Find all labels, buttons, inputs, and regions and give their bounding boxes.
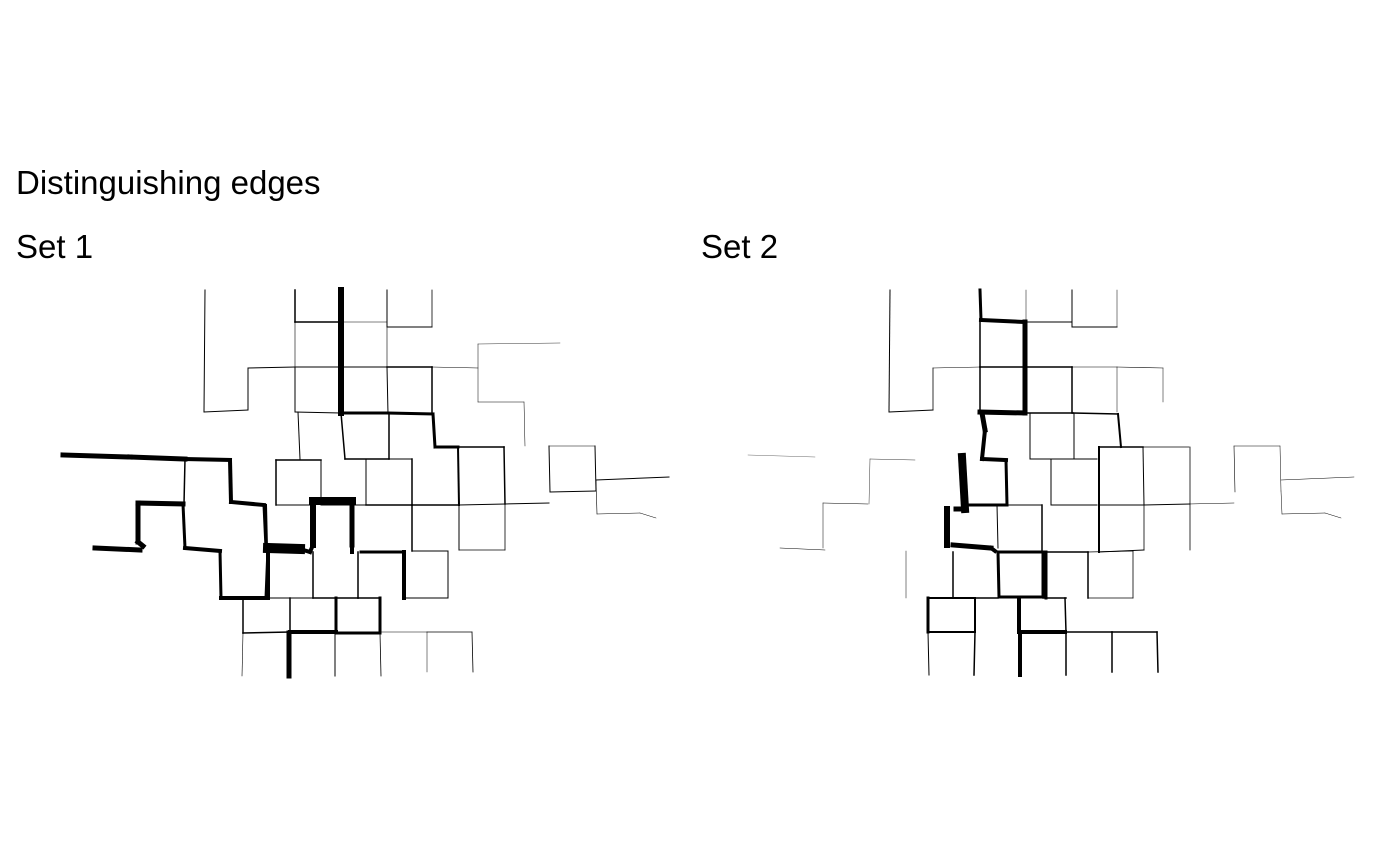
- edge: [218, 549, 223, 600]
- edge: [203, 409, 249, 413]
- edge: [549, 490, 597, 493]
- edge: [927, 631, 930, 676]
- edge: [1324, 512, 1342, 519]
- edge: [977, 409, 1028, 416]
- edge: [1143, 503, 1191, 506]
- edge: [386, 366, 389, 415]
- edge: [988, 545, 998, 554]
- edge: [548, 445, 551, 493]
- panel-title-set-2: Set 2: [701, 228, 779, 265]
- edge: [1087, 550, 1134, 553]
- panel-set-1-edges: [60, 287, 670, 679]
- edge: [135, 500, 186, 507]
- edge: [888, 289, 891, 413]
- edge: [228, 499, 267, 508]
- edge: [203, 289, 206, 413]
- panel-set-2-edges: [747, 288, 1355, 677]
- edge: [973, 631, 976, 676]
- edge: [595, 476, 670, 481]
- edge: [747, 454, 816, 458]
- edge: [297, 546, 313, 555]
- edge: [134, 538, 147, 550]
- edge: [294, 411, 341, 414]
- edge: [779, 547, 826, 551]
- edge: [262, 542, 306, 555]
- panel-title-set-1: Set 1: [16, 228, 94, 265]
- edge: [242, 631, 291, 634]
- edge: [386, 411, 435, 416]
- edge: [1072, 412, 1119, 415]
- edge: [1280, 476, 1355, 481]
- edge: [182, 545, 223, 554]
- edge: [182, 456, 233, 463]
- edge: [523, 401, 526, 447]
- edge: [262, 503, 268, 550]
- edge: [1188, 502, 1235, 505]
- edge: [596, 512, 641, 515]
- edge: [1116, 412, 1123, 449]
- edge: [957, 452, 970, 514]
- edge: [458, 503, 506, 506]
- edge: [227, 457, 234, 505]
- edge: [932, 366, 981, 369]
- edge: [888, 409, 934, 413]
- edge: [868, 458, 871, 505]
- edge: [504, 502, 550, 505]
- edge: [431, 366, 479, 369]
- edge: [247, 366, 296, 369]
- edge: [477, 342, 561, 345]
- edge: [1004, 458, 1009, 507]
- edge: [1280, 490, 1283, 515]
- edge: [241, 632, 244, 677]
- edge: [1116, 366, 1164, 369]
- edge: [978, 317, 1028, 325]
- figure-title: Distinguishing edges: [16, 164, 321, 201]
- edge: [456, 445, 461, 507]
- edge: [1281, 512, 1326, 515]
- edge: [1142, 446, 1145, 506]
- edge: [1156, 631, 1159, 673]
- edge: [595, 479, 598, 515]
- edge: [264, 546, 270, 600]
- edge: [979, 427, 988, 462]
- edge: [978, 288, 983, 322]
- edge: [979, 410, 988, 433]
- edge: [60, 452, 133, 460]
- edge: [822, 502, 869, 505]
- edge: [183, 458, 186, 505]
- edge: [379, 632, 382, 677]
- edge: [1233, 445, 1236, 493]
- edge: [127, 454, 188, 462]
- edge: [996, 550, 1001, 599]
- edge: [297, 411, 301, 460]
- edge: [996, 504, 999, 549]
- edge: [471, 631, 474, 673]
- edge: [181, 502, 187, 550]
- edge: [979, 456, 1009, 463]
- edge: [340, 412, 346, 460]
- edge: [503, 446, 506, 505]
- edge: [431, 412, 437, 449]
- edge: [950, 542, 994, 551]
- edge: [869, 458, 916, 461]
- edge: [639, 512, 657, 519]
- edge: [1279, 445, 1282, 492]
- edge: [1064, 597, 1067, 633]
- edge: [92, 545, 143, 553]
